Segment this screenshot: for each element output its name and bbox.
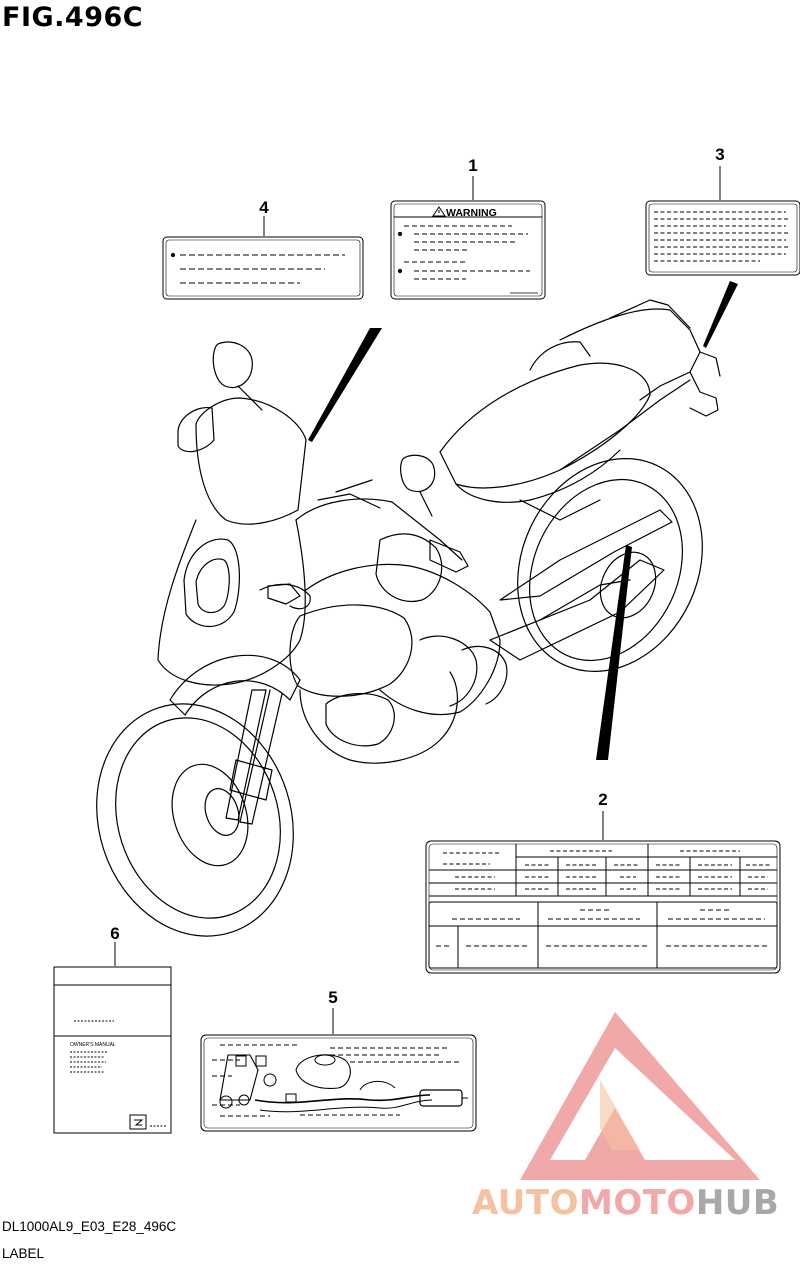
figure-code: DL1000AL9_E03_E28_496C bbox=[2, 1219, 177, 1234]
warning-header-text: WARNING bbox=[446, 207, 497, 219]
callout-4: 4 bbox=[259, 198, 269, 217]
watermark-moto: MOTO bbox=[578, 1183, 696, 1223]
watermark-logo bbox=[520, 1012, 760, 1180]
label-4 bbox=[162, 216, 364, 300]
watermark-auto: AUTO bbox=[472, 1183, 579, 1223]
callout-3: 3 bbox=[715, 145, 725, 164]
watermark-hub: HUB bbox=[695, 1183, 780, 1223]
figure-title: FIG.496C bbox=[2, 2, 144, 33]
motorcycle-drawing bbox=[96, 299, 721, 937]
callout-6: 6 bbox=[110, 924, 120, 943]
manual-cover-text: OWNER'S MANUAL bbox=[70, 1042, 116, 1048]
watermark-text: AUTOMOTOHUB bbox=[472, 1183, 779, 1223]
item-6-manual bbox=[53, 942, 172, 1134]
label-1-warning bbox=[390, 176, 546, 300]
callout-5: 5 bbox=[328, 988, 338, 1007]
label-5-routing bbox=[200, 1008, 477, 1132]
label-3 bbox=[645, 166, 800, 276]
callout-2: 2 bbox=[598, 790, 608, 809]
label-2-table bbox=[425, 811, 781, 974]
pointer-wedges bbox=[308, 281, 738, 760]
figure-caption: LABEL bbox=[2, 1246, 45, 1261]
callout-1: 1 bbox=[468, 156, 478, 175]
